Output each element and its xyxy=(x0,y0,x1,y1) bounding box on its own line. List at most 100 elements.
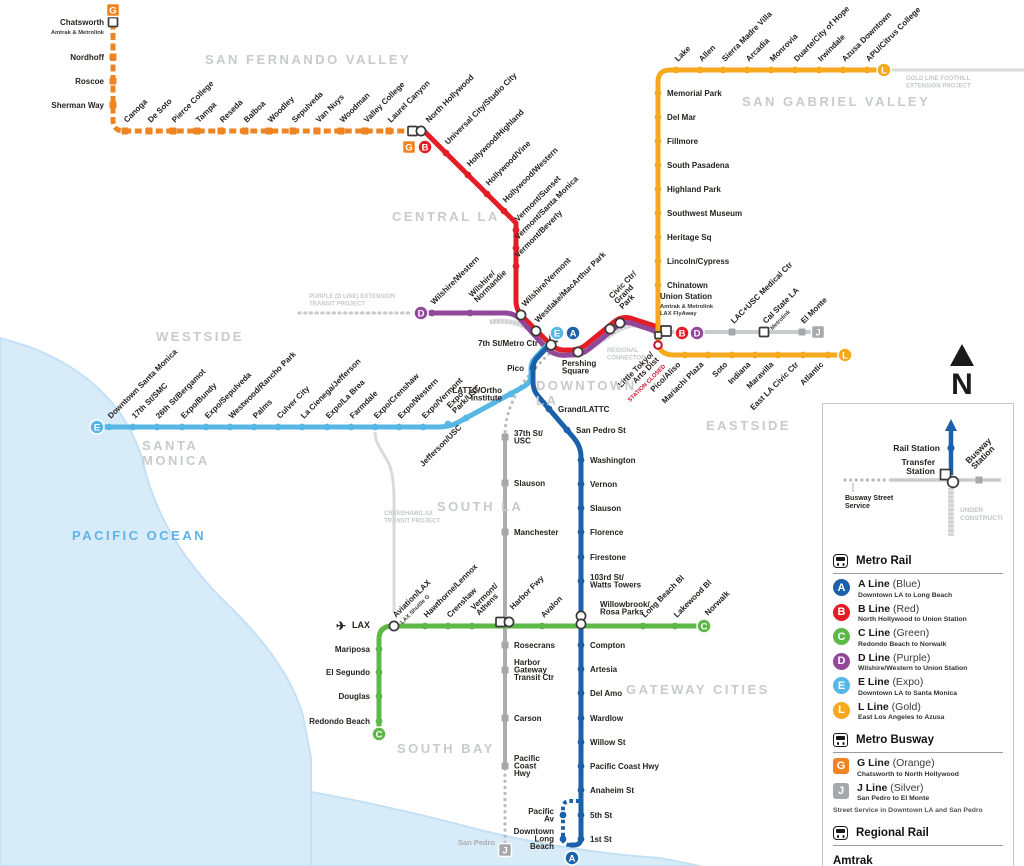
legend-metro-busway-title: Metro Busway xyxy=(856,734,934,747)
badge-d-line: D xyxy=(413,305,429,321)
svg-text:Fillmore: Fillmore xyxy=(667,137,699,146)
line-crenshaw-lax-project xyxy=(373,431,396,613)
legend-badge-d: D xyxy=(833,652,850,670)
legend-badge-g: G xyxy=(833,758,849,775)
station-willowbrook: Willowbrook/Rosa Parks xyxy=(575,600,650,630)
region-label-south-bay: SOUTH BAY xyxy=(397,741,492,756)
station-label: Rosecrans xyxy=(514,641,555,650)
svg-text:Avalon: Avalon xyxy=(539,594,564,619)
svg-text:LATTC/Ortho: LATTC/Ortho xyxy=(452,386,502,395)
station-label: Avalon xyxy=(539,594,564,619)
svg-text:Amtrak & Metrolink: Amtrak & Metrolink xyxy=(51,30,105,36)
svg-text:B: B xyxy=(422,142,429,153)
svg-text:GOLD LINE FOOTHILL: GOLD LINE FOOTHILL xyxy=(906,76,971,82)
svg-text:LAX FlyAway: LAX FlyAway xyxy=(660,311,697,317)
station-label: Willowbrook/Rosa Parks xyxy=(600,600,650,617)
svg-text:Hwy: Hwy xyxy=(514,769,531,778)
station-label: Norwalk xyxy=(703,589,732,618)
svg-text:A: A xyxy=(570,328,577,339)
station-label: Palms xyxy=(251,397,274,420)
station-label: San Pedro St xyxy=(576,426,626,435)
station-pacific-coast-hwy: Pacific Coast Hwy xyxy=(577,762,659,771)
svg-text:Nordhoff: Nordhoff xyxy=(70,53,104,62)
svg-text:Manchester: Manchester xyxy=(514,528,558,537)
train-icon xyxy=(833,826,848,841)
station-del-mar: Del Mar xyxy=(654,113,696,122)
station-label: South Pasadena xyxy=(667,161,730,170)
svg-text:5th St: 5th St xyxy=(590,811,613,820)
svg-text:7th St/Metro Ctr: 7th St/Metro Ctr xyxy=(478,339,538,348)
legend-section-regional-rail: Regional Rail xyxy=(833,821,1003,847)
svg-text:Rail Station: Rail Station xyxy=(893,443,940,453)
svg-text:Transit Ctr: Transit Ctr xyxy=(514,673,554,682)
legend-badge-l: L xyxy=(833,701,850,719)
svg-text:El Monte: El Monte xyxy=(799,295,829,325)
svg-text:SAN FERNANDO VALLEY: SAN FERNANDO VALLEY xyxy=(205,52,411,67)
station-label: Washington xyxy=(590,456,636,465)
station-label: Vermont/Athens xyxy=(469,581,500,617)
badge-e-line: E xyxy=(549,325,565,341)
svg-text:Slauson: Slauson xyxy=(590,504,621,513)
station-label: Wilshire/Vermont xyxy=(520,256,573,309)
station-nordhoff: Nordhoff xyxy=(70,53,117,62)
svg-text:Del Amo: Del Amo xyxy=(590,689,622,698)
svg-text:Florence: Florence xyxy=(590,528,624,537)
svg-text:Redondo Beach: Redondo Beach xyxy=(309,717,370,726)
station-slauson: Slauson xyxy=(501,479,545,488)
station-label: 1st St xyxy=(590,835,612,844)
svg-text:Institute: Institute xyxy=(471,394,503,403)
north-arrow: N xyxy=(950,344,974,401)
svg-text:Transfer: Transfer xyxy=(901,457,935,467)
svg-text:CONSTRUCTION: CONSTRUCTION xyxy=(960,515,1003,522)
svg-text:Anaheim St: Anaheim St xyxy=(590,786,634,795)
svg-text:Balboa: Balboa xyxy=(242,99,268,125)
badge-a-line: A xyxy=(564,850,580,866)
svg-text:C: C xyxy=(701,621,708,632)
svg-text:Pacific Coast Hwy: Pacific Coast Hwy xyxy=(590,762,659,771)
line-g-line xyxy=(110,12,417,134)
region-label-pacific-ocean: PACIFIC OCEAN xyxy=(72,528,206,543)
station-apu-citrus-college: APU/Citrus College xyxy=(863,5,923,74)
badge-d-line: D xyxy=(689,325,705,341)
station-washington: Washington xyxy=(577,456,636,465)
svg-text:Station: Station xyxy=(906,466,935,476)
station-label: Memorial Park xyxy=(667,89,722,98)
station-wardlow: Wardlow xyxy=(577,714,624,723)
svg-text:PACIFIC OCEAN: PACIFIC OCEAN xyxy=(72,528,206,543)
station-douglas: Douglas xyxy=(338,692,383,701)
station-label: De Soto xyxy=(146,97,174,125)
svg-text:1st St: 1st St xyxy=(590,835,612,844)
legend-line-text: E Line (Expo)Downtown LA to Santa Monica xyxy=(858,676,957,696)
ocean-shape-1 xyxy=(310,790,701,866)
svg-text:Service: Service xyxy=(845,503,870,510)
station-label: Grand/LATTC xyxy=(558,405,610,414)
station-southwest-museum: Southwest Museum xyxy=(654,209,742,218)
station-lincoln-cypress: Lincoln/Cypress xyxy=(654,257,730,266)
svg-text:Chatsworth: Chatsworth xyxy=(60,18,104,27)
ocean-shape-0 xyxy=(0,336,312,866)
svg-text:TRANSIT PROJECT: TRANSIT PROJECT xyxy=(309,302,365,308)
svg-text:Douglas: Douglas xyxy=(338,692,370,701)
station-label: 7th St/Metro Ctr xyxy=(478,339,538,348)
legend-line-route: Redondo Beach to Norwalk xyxy=(858,640,947,648)
svg-text:Washington: Washington xyxy=(590,456,636,465)
legend-badge-b: B xyxy=(833,603,850,621)
busway-station-icon xyxy=(975,476,983,484)
svg-text:Valley College: Valley College xyxy=(362,80,407,125)
region-label-eastside: EASTSIDE xyxy=(706,418,789,433)
station-label: Allen xyxy=(697,43,717,63)
svg-text:San Pedro St: San Pedro St xyxy=(576,426,626,435)
station-label: Nordhoff xyxy=(70,53,104,62)
station-label: 5th St xyxy=(590,811,613,820)
badge-a-line: A xyxy=(565,325,581,341)
badge-j-line: J xyxy=(497,842,513,858)
legend-line-name: A Line (Blue) xyxy=(858,578,921,590)
